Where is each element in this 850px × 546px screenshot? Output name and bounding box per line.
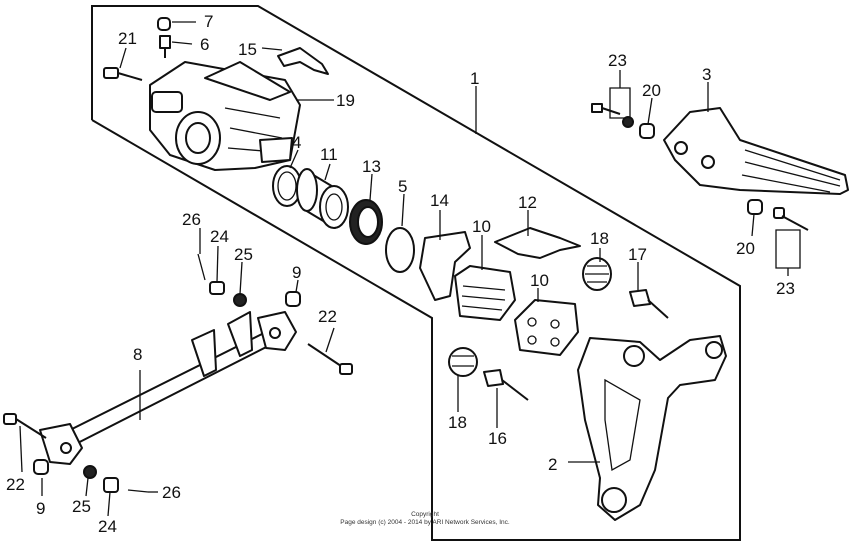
bleed-valve-6 [159,35,171,58]
brake-pad-10b [514,299,579,356]
callout-23a: 23 [608,51,627,70]
bolt-washer-23a [591,87,634,128]
callout-24a: 24 [210,227,229,246]
callout-13: 13 [362,157,381,176]
callout-labels: 1 2 3 4 5 6 7 8 9 9 10 10 11 12 13 14 15… [6,12,795,536]
callout-16: 16 [488,429,507,448]
callout-20b: 20 [736,239,755,258]
callout-7: 7 [204,12,213,31]
collar-9b [33,459,49,475]
bolt-22a [3,413,47,439]
callout-18a: 18 [590,229,609,248]
boot-18a [582,257,612,291]
dust-seal-13 [349,199,383,245]
bolt-washer-23b [773,207,809,269]
pin-bolt-16 [483,369,529,401]
piston-seal-4 [272,165,302,207]
copyright-line-2: Page design (c) 2004 - 2014 by ARI Netwo… [340,519,510,526]
assembly-frame [91,5,741,541]
cotter-pin-26a [197,253,206,281]
callout-8: 8 [133,345,142,364]
callout-19: 19 [336,91,355,110]
callout-23b: 23 [776,279,795,298]
bleeder-cap-7 [157,17,171,31]
torque-rod-8 [39,311,297,465]
bolt-21 [103,67,143,81]
callout-20a: 20 [642,81,661,100]
callout-14: 14 [430,191,449,210]
callout-24b: 24 [98,517,117,536]
callout-22b: 22 [318,307,337,326]
callout-18b: 18 [448,413,467,432]
nut-24b [103,477,119,493]
mud-guard-3 [663,107,849,195]
caliper-body [149,61,301,171]
callout-12: 12 [518,193,537,212]
pad-shim-14 [419,231,471,301]
boot-18b [448,347,478,377]
pad-spring-15 [277,47,329,75]
washer-25a [233,293,247,307]
retaining-ring-5 [385,227,415,273]
callout-17: 17 [628,245,647,264]
pad-spring-12 [494,227,581,259]
leader-lines [19,21,789,517]
callout-10a: 10 [472,217,491,236]
callout-21: 21 [118,29,137,48]
copyright-line-1: Copyright [411,511,439,518]
callout-10b: 10 [530,271,549,290]
washer-25b [83,465,97,479]
nut-24a [209,281,225,295]
callout-15: 15 [238,40,257,59]
callout-6: 6 [200,35,209,54]
callout-1: 1 [470,69,479,88]
cotter-pin-26b [127,489,149,493]
callout-3: 3 [702,65,711,84]
callout-11: 11 [320,145,338,164]
collar-20b [747,199,763,215]
bolt-22b [307,343,353,375]
pin-bolt-17 [629,289,669,319]
callout-9b: 9 [36,499,45,518]
callout-25b: 25 [72,497,91,516]
caliper-bracket-2 [577,335,727,521]
callout-4: 4 [292,133,301,152]
brake-pad-10a [454,265,516,321]
callout-26a: 26 [182,210,201,229]
callout-2: 2 [548,455,557,474]
piston-11 [296,168,349,229]
callout-25a: 25 [234,245,253,264]
collar-20a [639,123,655,139]
callout-26b: 26 [162,483,181,502]
callout-9a: 9 [292,263,301,282]
callout-22a: 22 [6,475,25,494]
callout-5: 5 [398,177,407,196]
collar-9a [285,291,301,307]
